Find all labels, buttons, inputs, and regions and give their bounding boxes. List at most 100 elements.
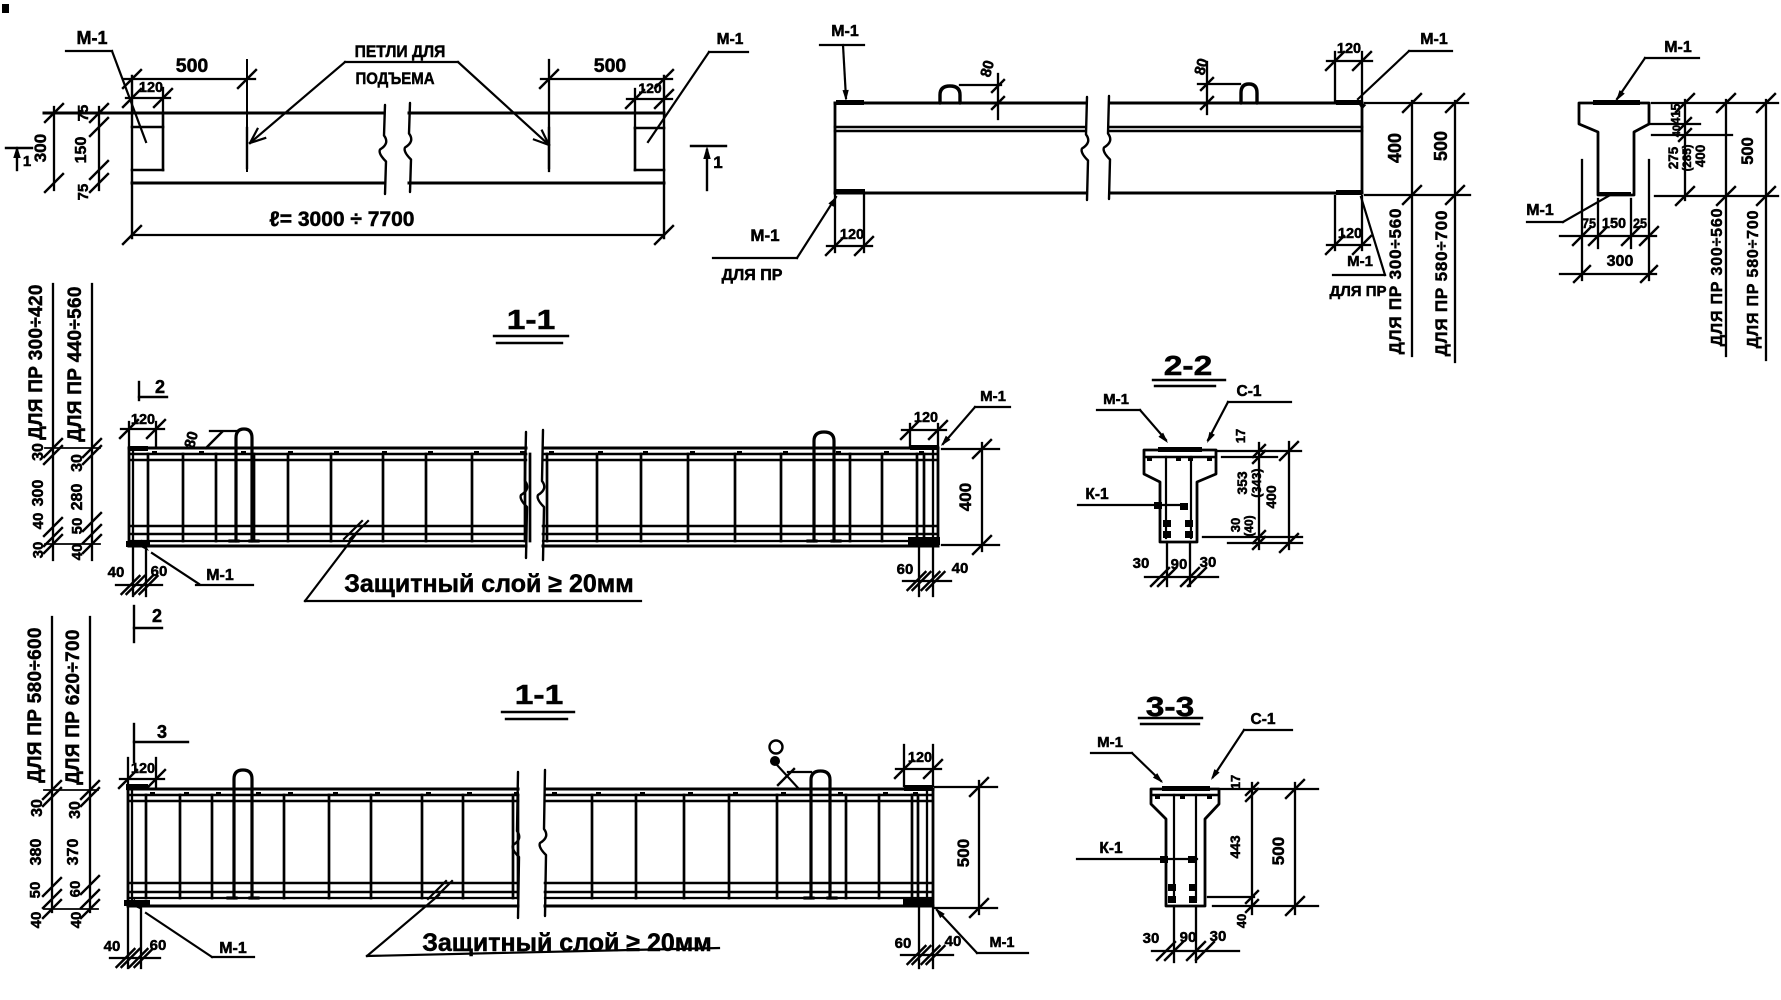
svg-text:ДЛЯ ПР 580÷700: ДЛЯ ПР 580÷700 [1745, 210, 1762, 349]
svg-text:30: 30 [1210, 928, 1227, 945]
svg-text:500: 500 [1431, 131, 1451, 161]
svg-text:400: 400 [1263, 485, 1279, 509]
svg-text:М-1: М-1 [77, 28, 108, 48]
svg-text:400: 400 [956, 483, 975, 511]
svg-text:М-1: М-1 [1103, 391, 1129, 408]
svg-text:30: 30 [1228, 518, 1243, 532]
svg-text:120: 120 [908, 750, 932, 766]
svg-text:М-1: М-1 [1347, 253, 1373, 270]
svg-text:50: 50 [27, 882, 44, 899]
svg-text:ДЛЯ ПР 300÷560: ДЛЯ ПР 300÷560 [1709, 208, 1726, 347]
svg-text:30: 30 [1200, 554, 1217, 571]
svg-text:120: 120 [131, 412, 155, 428]
svg-text:М-1: М-1 [1526, 202, 1554, 219]
svg-text:353: 353 [1234, 471, 1250, 495]
svg-text:500: 500 [1739, 137, 1757, 165]
svg-text:300: 300 [31, 134, 50, 162]
svg-text:150: 150 [73, 137, 90, 164]
svg-text:ДЛЯ ПР 440÷560: ДЛЯ ПР 440÷560 [65, 286, 86, 441]
svg-text:М-1: М-1 [206, 567, 234, 584]
svg-text:500: 500 [176, 55, 209, 77]
svg-text:30: 30 [1133, 555, 1150, 572]
svg-text:ДЛЯ ПР 300÷420: ДЛЯ ПР 300÷420 [26, 284, 47, 439]
svg-text:25: 25 [1633, 215, 1648, 231]
svg-text:М-1: М-1 [717, 31, 744, 48]
svg-text:1: 1 [713, 153, 722, 172]
svg-text:150: 150 [1602, 216, 1626, 232]
svg-text:370: 370 [65, 839, 82, 866]
svg-text:40: 40 [69, 544, 86, 561]
svg-text:17: 17 [1228, 775, 1243, 789]
svg-text:300: 300 [30, 480, 47, 507]
svg-text:30: 30 [69, 454, 86, 472]
svg-text:40: 40 [108, 564, 125, 581]
svg-text:М-1: М-1 [1420, 31, 1448, 48]
svg-text:75: 75 [1582, 215, 1597, 231]
svg-text:ℓ= 3000 ÷ 7700: ℓ= 3000 ÷ 7700 [270, 208, 415, 231]
svg-text:120: 120 [840, 227, 864, 243]
svg-text:Защитный слой ≥ 20мм: Защитный слой ≥ 20мм [344, 570, 634, 598]
svg-text:90: 90 [1171, 556, 1188, 573]
svg-text:40: 40 [945, 933, 962, 950]
svg-text:(343): (343) [1250, 468, 1264, 497]
svg-text:ДЛЯ ПР 580÷600: ДЛЯ ПР 580÷600 [25, 627, 46, 782]
svg-text:500: 500 [594, 55, 627, 77]
svg-text:М-1: М-1 [1097, 734, 1123, 751]
svg-text:ДЛЯ ПР 580÷700: ДЛЯ ПР 580÷700 [1432, 210, 1451, 357]
svg-text:120: 120 [139, 80, 163, 96]
svg-text:40: 40 [30, 513, 47, 530]
svg-text:40: 40 [1671, 125, 1683, 137]
svg-text:2: 2 [152, 606, 162, 626]
svg-text:17: 17 [1233, 429, 1248, 443]
svg-text:60: 60 [150, 937, 167, 954]
svg-text:500: 500 [954, 839, 973, 867]
svg-text:300: 300 [1607, 253, 1634, 270]
svg-text:500: 500 [1269, 837, 1288, 865]
svg-text:50: 50 [69, 518, 86, 535]
svg-text:400: 400 [1693, 145, 1708, 168]
svg-text:280: 280 [69, 484, 86, 511]
svg-text:С-1: С-1 [1251, 711, 1276, 728]
svg-text:40: 40 [68, 912, 85, 929]
svg-text:90: 90 [1180, 929, 1197, 946]
svg-text:80: 80 [977, 59, 998, 80]
svg-text:380: 380 [28, 839, 45, 866]
svg-text:30: 30 [30, 443, 47, 461]
svg-text:60: 60 [895, 935, 912, 952]
svg-text:120: 120 [131, 761, 155, 777]
svg-text:120: 120 [1337, 41, 1361, 57]
svg-text:К-1: К-1 [1099, 840, 1123, 857]
svg-text:К-1: К-1 [1085, 486, 1109, 503]
svg-text:40: 40 [104, 938, 121, 955]
svg-text:ДЛЯ ПР: ДЛЯ ПР [1330, 283, 1387, 300]
svg-text:75: 75 [75, 105, 92, 122]
svg-text:М-1: М-1 [831, 23, 859, 40]
svg-text:ДЛЯ ПР 620÷700: ДЛЯ ПР 620÷700 [63, 629, 84, 784]
svg-text:30: 30 [1143, 930, 1160, 947]
svg-text:(40): (40) [1242, 515, 1256, 536]
svg-text:М-1: М-1 [219, 940, 247, 957]
svg-text:120: 120 [1338, 226, 1362, 242]
svg-text:ПОДЪЕМА: ПОДЪЕМА [355, 70, 434, 88]
svg-text:30: 30 [30, 542, 47, 559]
svg-text:400: 400 [1385, 133, 1405, 163]
svg-text:120: 120 [638, 80, 662, 96]
svg-text:443: 443 [1227, 835, 1243, 859]
svg-text:1: 1 [23, 153, 31, 170]
svg-text:40: 40 [1234, 914, 1249, 928]
svg-text:М-1: М-1 [1664, 39, 1692, 56]
svg-text:М-1: М-1 [990, 935, 1015, 951]
svg-text:ДЛЯ ПР: ДЛЯ ПР [722, 267, 783, 284]
svg-text:(285): (285) [1682, 144, 1694, 171]
svg-text:75: 75 [75, 184, 92, 201]
svg-text:С-1: С-1 [1237, 383, 1262, 400]
svg-text:1-1: 1-1 [507, 304, 556, 336]
svg-text:80: 80 [181, 430, 202, 451]
svg-text:40: 40 [952, 560, 969, 577]
svg-text:3: 3 [157, 722, 167, 742]
svg-text:ПЕТЛИ ДЛЯ: ПЕТЛИ ДЛЯ [355, 42, 446, 61]
svg-text:60: 60 [67, 881, 84, 898]
svg-text:2-2: 2-2 [1164, 350, 1213, 382]
svg-text:М-1: М-1 [750, 226, 779, 245]
svg-text:40: 40 [28, 912, 45, 929]
